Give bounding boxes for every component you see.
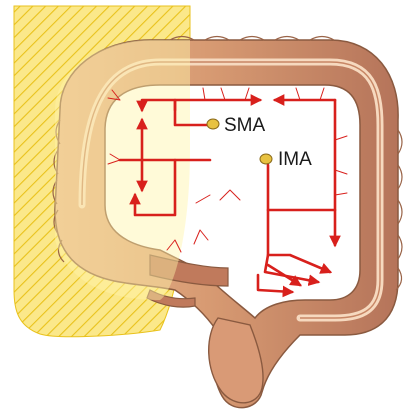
ima-ostium <box>260 154 272 164</box>
sma-ostium <box>207 119 219 129</box>
sma-label: SMA <box>224 115 266 136</box>
ima-label: IMA <box>278 149 312 170</box>
sma-territory-overlay <box>55 40 190 300</box>
